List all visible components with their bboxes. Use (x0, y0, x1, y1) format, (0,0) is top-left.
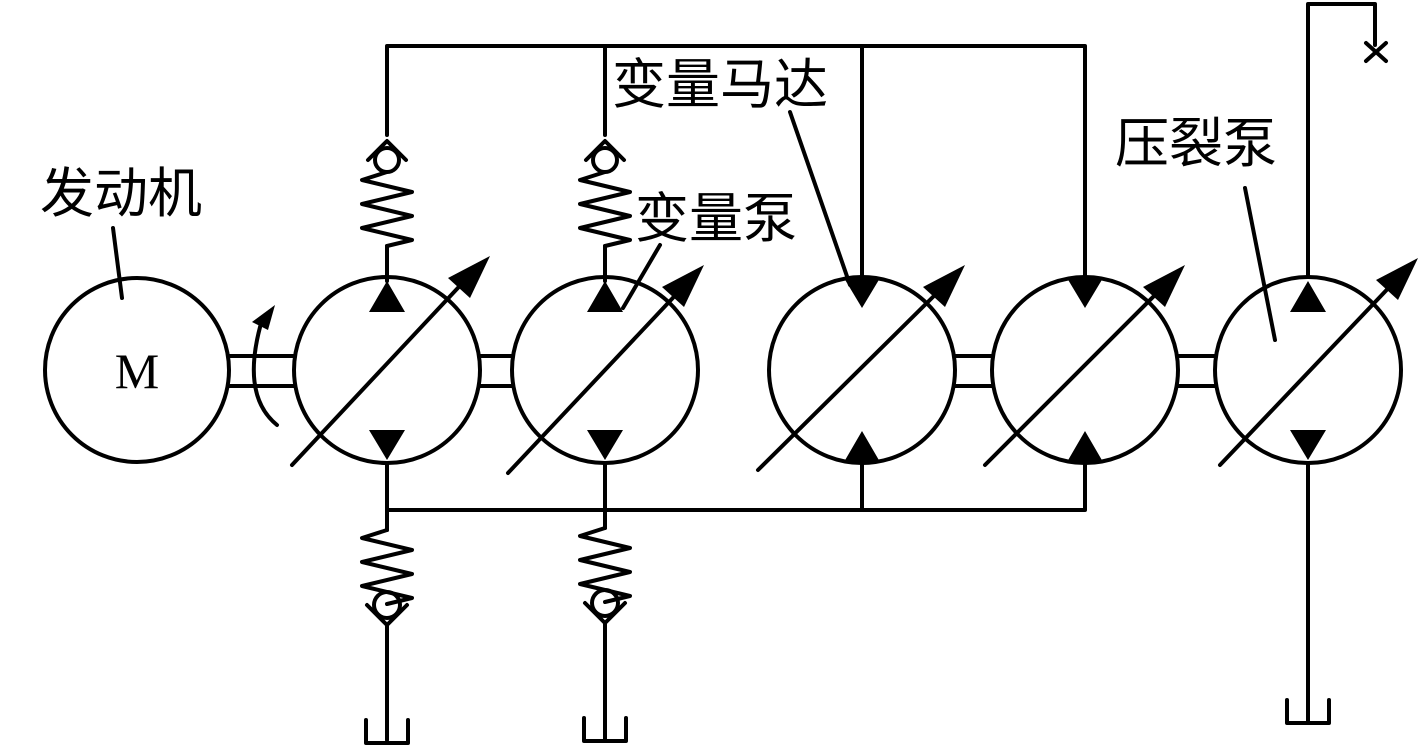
tank-icon (1285, 698, 1331, 725)
tank-icon (364, 718, 410, 745)
leader-engine (111, 226, 124, 300)
variable-pump-1 (290, 256, 490, 467)
engine-motor: M (43, 276, 231, 464)
variable-motor-2 (983, 265, 1185, 467)
rotation-arrow-icon (251, 305, 279, 427)
fracturing-pump (1213, 258, 1418, 467)
check-valve-bottom-1 (360, 508, 414, 742)
label-variable-pump: 变量泵 (635, 187, 797, 250)
label-fracturing-pump: 压裂泵 (1115, 112, 1277, 175)
label-engine: 发动机 (40, 162, 202, 225)
check-valve-top-1 (360, 139, 414, 283)
variable-pump-2 (506, 265, 704, 475)
fracturing-output-line (1306, 2, 1388, 724)
shaft-couplings (227, 354, 1217, 388)
label-variable-motor: 变量马达 (612, 53, 828, 116)
leader-variable-motor (788, 110, 852, 287)
check-valve-bottom-2 (578, 508, 632, 742)
variable-motor-1 (756, 265, 965, 472)
tank-icon (582, 716, 628, 743)
high-pressure-line (385, 44, 1087, 279)
engine-symbol: M (115, 343, 159, 399)
check-valve-top-2 (578, 139, 632, 283)
low-pressure-line (385, 461, 1087, 512)
leader-fracturing-pump (1243, 186, 1277, 342)
leader-variable-pump (621, 243, 662, 310)
